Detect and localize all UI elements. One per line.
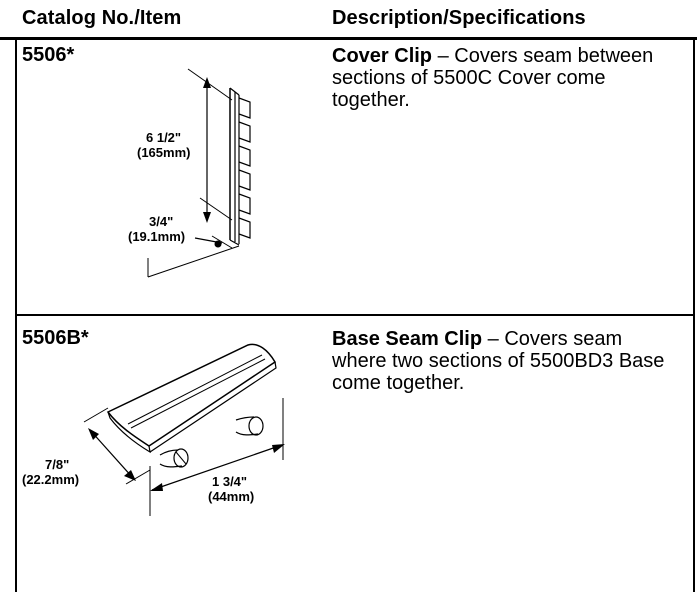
dim-length-in: 1 3/4" [212, 474, 248, 489]
catalog-number: 5506* [22, 44, 75, 66]
title-dash: – [482, 328, 505, 350]
header-catalog: Catalog No./Item [22, 7, 182, 29]
dim-width-mm: (19.1mm) [128, 229, 186, 244]
cover-clip-drawing [147, 68, 251, 278]
dim-width-in: 3/4" [149, 214, 174, 229]
item-text: Covers seam between sections of 5500C Co… [332, 45, 654, 111]
header-rule [0, 37, 697, 40]
item-title: Cover Clip [332, 45, 433, 67]
dim-width-mm: (22.2mm) [22, 472, 80, 487]
title-dash: – [432, 45, 455, 67]
row-divider [15, 314, 695, 316]
item-text: Covers seam where two sections of 5500BD… [332, 328, 665, 394]
table-header: Catalog No./Item Description/Specificati… [0, 0, 697, 38]
base-seam-clip-drawing [83, 343, 285, 516]
item-title: Base Seam Clip [332, 328, 483, 350]
item-description: Base Seam Clip – Covers seam where two s… [332, 328, 682, 394]
header-description: Description/Specifications [332, 7, 586, 29]
dim-length-mm: (165mm) [137, 145, 191, 160]
item-description: Cover Clip – Covers seam between section… [332, 45, 682, 111]
dim-length-mm: (44mm) [208, 489, 255, 504]
catalog-number: 5506B* [22, 327, 89, 349]
dim-width-in: 7/8" [45, 457, 70, 472]
dim-length-in: 6 1/2" [146, 130, 182, 145]
